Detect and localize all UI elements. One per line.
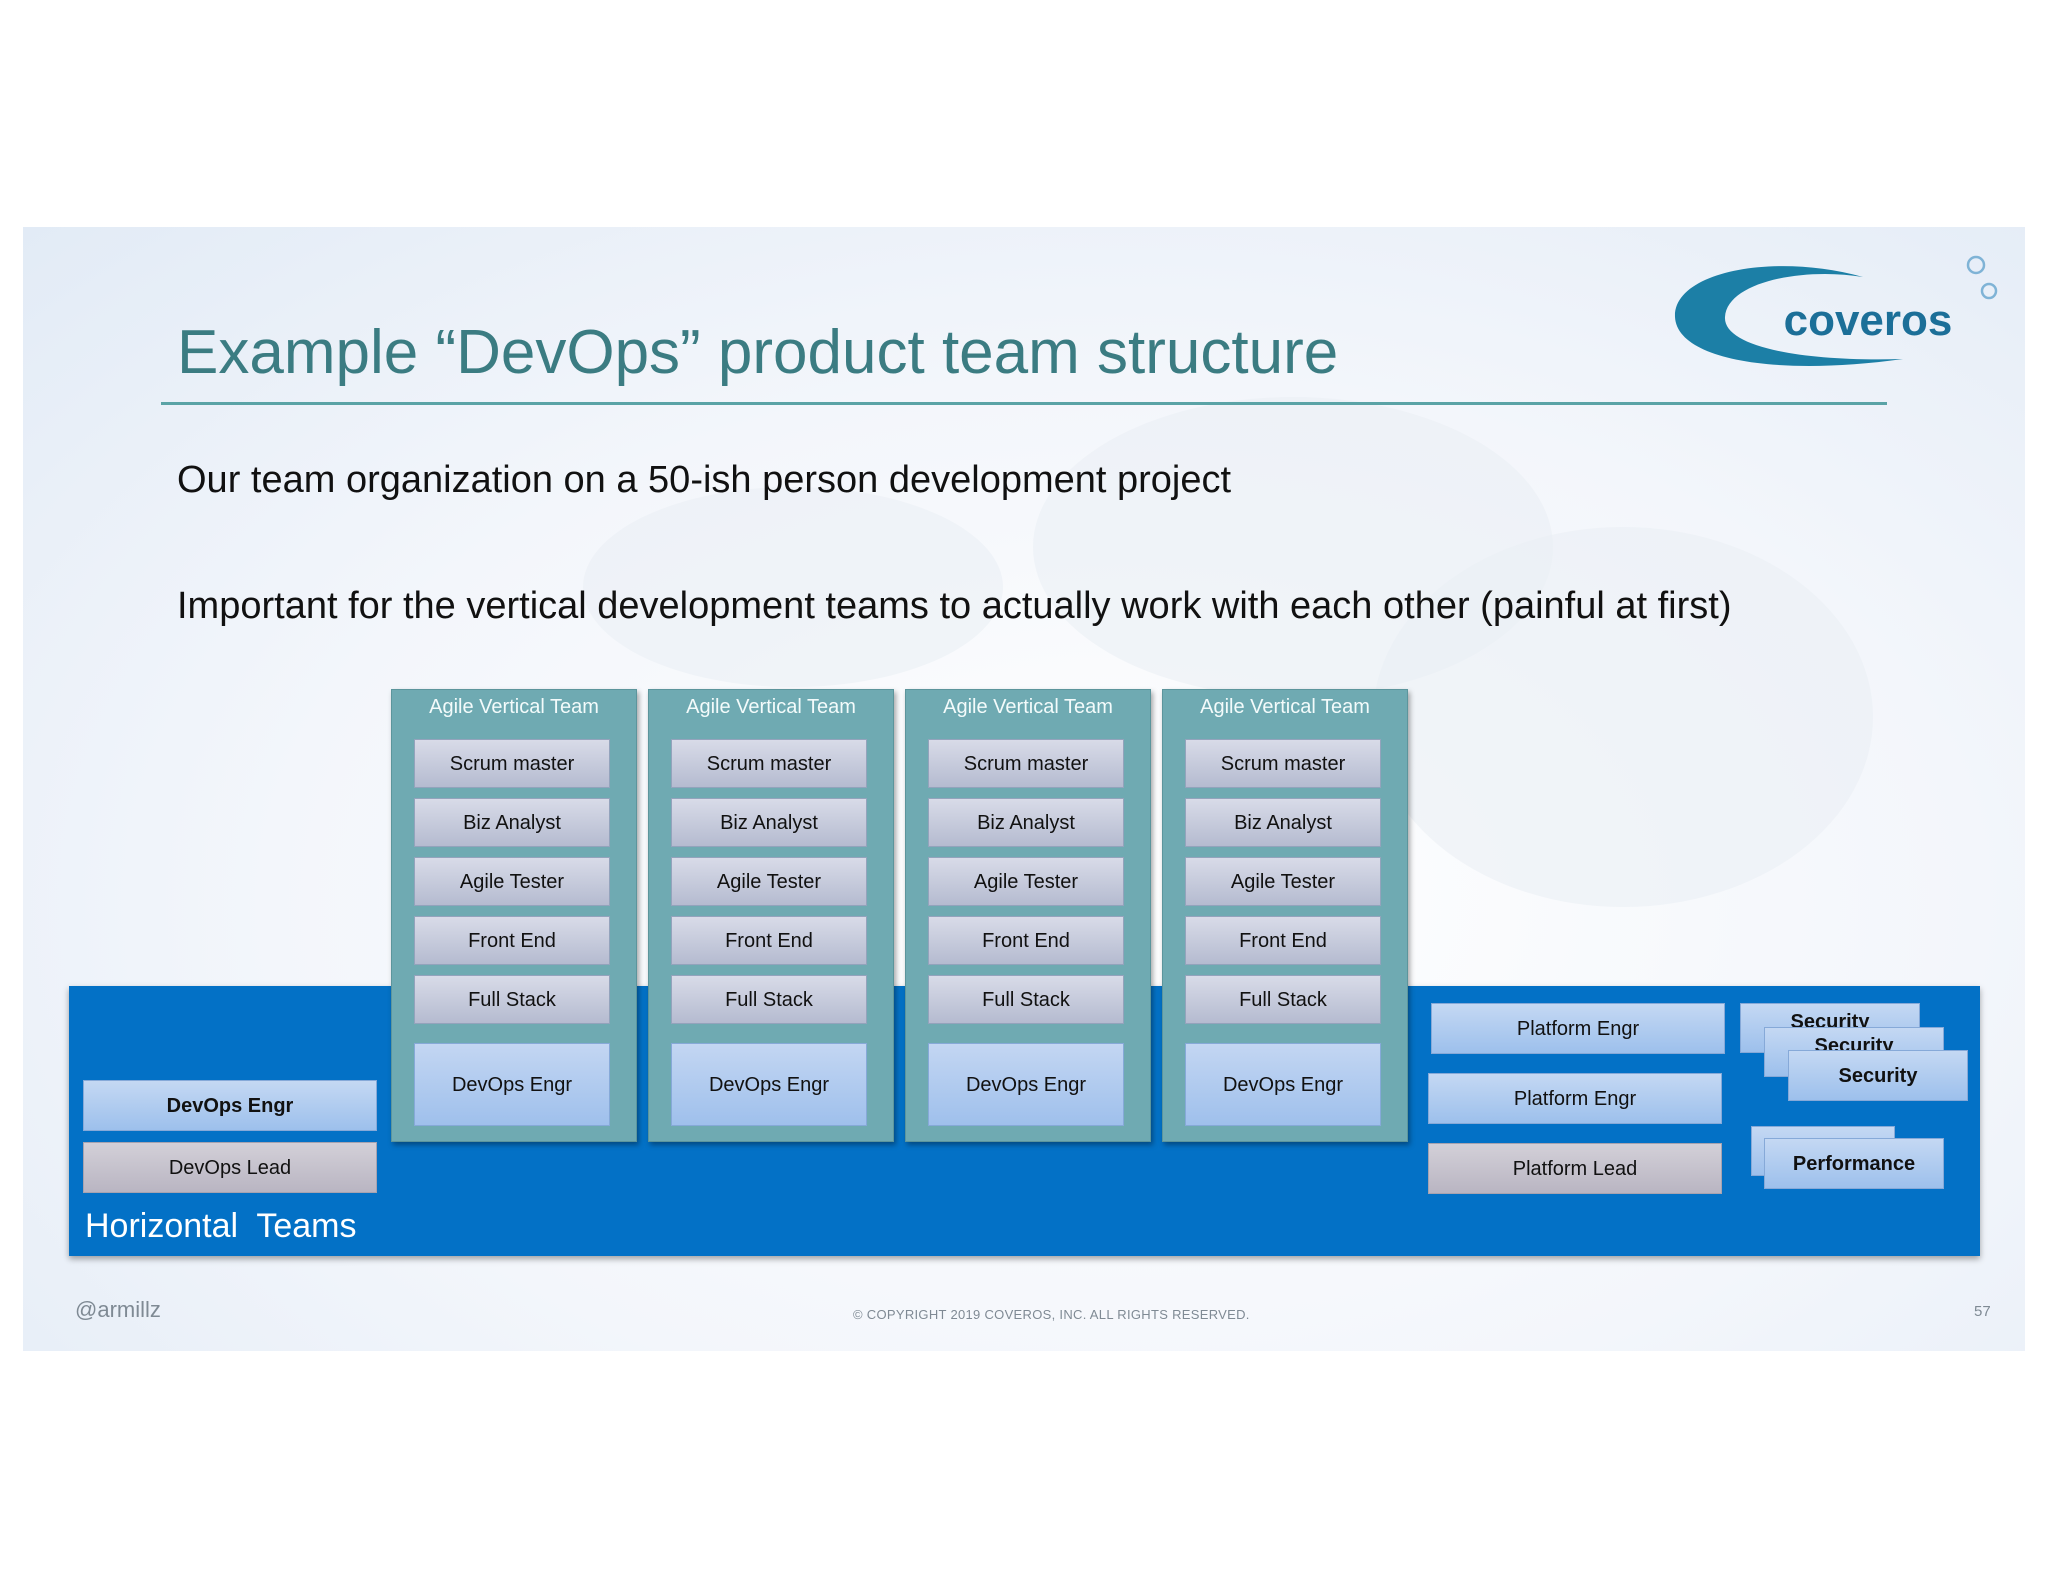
platform-engr-box: Platform Engr xyxy=(1428,1073,1722,1124)
agile-vertical-team: Agile Vertical Team Scrum master Biz Ana… xyxy=(391,689,637,1142)
security-box: Security xyxy=(1788,1050,1968,1101)
horizontal-devops-engr: DevOps Engr xyxy=(83,1080,377,1131)
agile-vertical-team: Agile Vertical Team Scrum master Biz Ana… xyxy=(1162,689,1408,1142)
role-scrum-master: Scrum master xyxy=(671,739,867,788)
role-front-end: Front End xyxy=(928,916,1124,965)
subtitle-line-1: Our team organization on a 50-ish person… xyxy=(177,459,1232,501)
title-underline xyxy=(161,402,1887,405)
role-devops-engr: DevOps Engr xyxy=(414,1043,610,1126)
platform-engr-box: Platform Engr xyxy=(1431,1003,1725,1054)
footer-copyright: © COPYRIGHT 2019 COVEROS, INC. ALL RIGHT… xyxy=(853,1307,1250,1322)
role-full-stack: Full Stack xyxy=(1185,975,1381,1024)
vertical-team-title: Agile Vertical Team xyxy=(943,696,1113,718)
vertical-team-title: Agile Vertical Team xyxy=(1200,696,1370,718)
horizontal-devops-lead: DevOps Lead xyxy=(83,1142,377,1193)
role-scrum-master: Scrum master xyxy=(928,739,1124,788)
svg-text:coveros: coveros xyxy=(1784,296,1953,345)
performance-box: Performance xyxy=(1764,1138,1944,1189)
page-number: 57 xyxy=(1974,1303,1991,1320)
role-scrum-master: Scrum master xyxy=(414,739,610,788)
role-agile-tester: Agile Tester xyxy=(414,857,610,906)
map-backdrop xyxy=(583,487,1003,687)
vertical-team-title: Agile Vertical Team xyxy=(686,696,856,718)
role-agile-tester: Agile Tester xyxy=(671,857,867,906)
vertical-team-title: Agile Vertical Team xyxy=(429,696,599,718)
role-biz-analyst: Biz Analyst xyxy=(414,798,610,847)
platform-lead-box: Platform Lead xyxy=(1428,1143,1722,1194)
horizontal-teams-label: Horizontal Teams xyxy=(85,1207,357,1245)
role-biz-analyst: Biz Analyst xyxy=(928,798,1124,847)
slide: Example “DevOps” product team structure … xyxy=(23,227,2025,1351)
slide-title: Example “DevOps” product team structure xyxy=(177,318,1339,387)
role-biz-analyst: Biz Analyst xyxy=(1185,798,1381,847)
role-devops-engr: DevOps Engr xyxy=(928,1043,1124,1126)
coveros-logo: coveros xyxy=(1674,255,1998,366)
role-front-end: Front End xyxy=(414,916,610,965)
role-scrum-master: Scrum master xyxy=(1185,739,1381,788)
role-biz-analyst: Biz Analyst xyxy=(671,798,867,847)
role-front-end: Front End xyxy=(1185,916,1381,965)
role-agile-tester: Agile Tester xyxy=(1185,857,1381,906)
role-front-end: Front End xyxy=(671,916,867,965)
role-agile-tester: Agile Tester xyxy=(928,857,1124,906)
subtitle-line-2: Important for the vertical development t… xyxy=(177,585,1732,627)
footer-handle: @armillz xyxy=(75,1297,161,1322)
role-full-stack: Full Stack xyxy=(671,975,867,1024)
agile-vertical-team: Agile Vertical Team Scrum master Biz Ana… xyxy=(905,689,1151,1142)
role-devops-engr: DevOps Engr xyxy=(1185,1043,1381,1126)
role-devops-engr: DevOps Engr xyxy=(671,1043,867,1126)
map-backdrop xyxy=(1373,527,1873,907)
role-full-stack: Full Stack xyxy=(414,975,610,1024)
agile-vertical-team: Agile Vertical Team Scrum master Biz Ana… xyxy=(648,689,894,1142)
role-full-stack: Full Stack xyxy=(928,975,1124,1024)
